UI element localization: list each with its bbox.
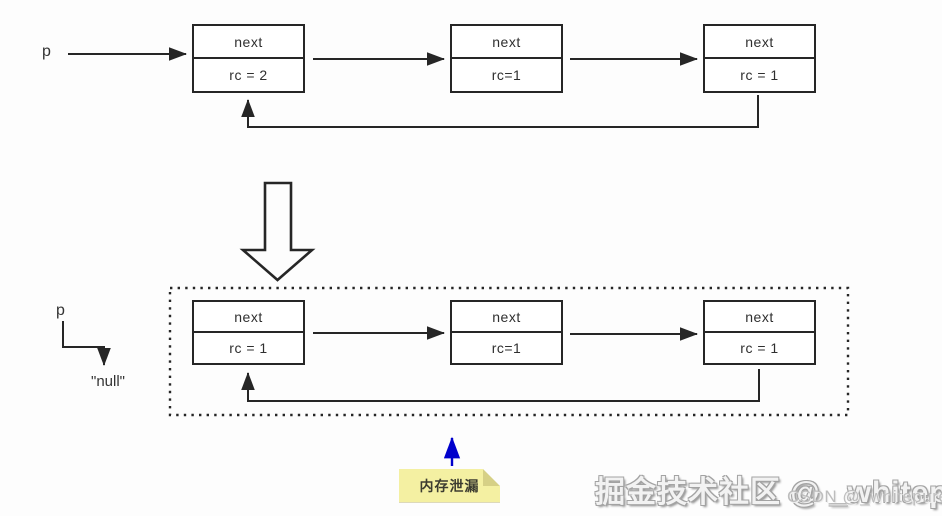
arrow-p-to-null xyxy=(62,321,111,366)
bottom-node-3: next rc = 1 xyxy=(703,300,816,365)
node-next-field: next xyxy=(452,26,561,59)
node-rc-field: rc = 1 xyxy=(740,340,779,356)
arrow-bottom-cycle-back xyxy=(241,369,760,402)
big-down-arrow xyxy=(239,181,316,282)
bottom-node-2: next rc=1 xyxy=(450,300,563,365)
node-rc-field: rc = 1 xyxy=(740,67,779,83)
node-rc-field: rc=1 xyxy=(491,340,522,356)
arrow-top-cycle-back xyxy=(241,95,759,128)
memory-leak-note-text: 内存泄漏 xyxy=(419,477,480,494)
node-next-field: next xyxy=(194,26,303,59)
null-label: "null" xyxy=(91,373,125,390)
node-next-field: next xyxy=(194,302,303,333)
watermark-juejin: 掘金技术社区 @ _whitepure xyxy=(595,476,942,509)
top-node-2: next rc=1 xyxy=(450,24,563,93)
pointer-p-top: p xyxy=(42,43,51,60)
node-next-field: next xyxy=(705,26,814,59)
pointer-p-bottom: p xyxy=(56,302,65,319)
memory-leak-note: 内存泄漏 xyxy=(399,469,500,502)
node-next-field: next xyxy=(705,302,814,333)
bottom-node-1: next rc = 1 xyxy=(192,300,305,365)
node-next-field: next xyxy=(452,302,561,333)
node-rc-field: rc = 2 xyxy=(229,67,268,83)
node-rc-field: rc = 1 xyxy=(229,340,268,356)
top-node-3: next rc = 1 xyxy=(703,24,816,93)
node-rc-field: rc=1 xyxy=(491,67,522,83)
top-node-1: next rc = 2 xyxy=(192,24,305,93)
watermark-csdn: CSDN @_whitepure xyxy=(787,487,942,506)
